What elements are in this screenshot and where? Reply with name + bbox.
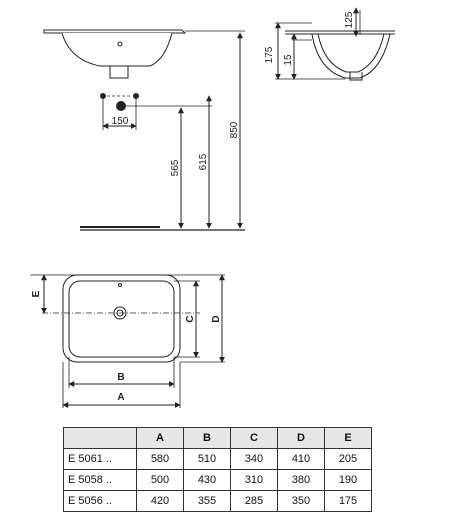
table-cell: 310 xyxy=(230,469,278,491)
dim-bowl-depth: 125 xyxy=(344,11,355,28)
plan-view xyxy=(30,274,225,408)
spec-table: A B C D E E 5061 .. 580 510 340 410 205 … xyxy=(63,427,372,512)
dim-rim-thickness: 15 xyxy=(283,54,294,66)
table-cell: 340 xyxy=(230,448,278,470)
label-d: D xyxy=(211,315,222,322)
dim-overall-depth: 175 xyxy=(264,46,275,63)
basin-countertop-outline xyxy=(43,29,187,34)
side-view xyxy=(43,29,245,231)
table-cell: 380 xyxy=(277,469,325,491)
basin-drain-outlet xyxy=(109,66,129,79)
dim-height-615: 615 xyxy=(198,153,209,170)
table-cell: 205 xyxy=(324,448,372,470)
table-cell: 580 xyxy=(136,448,184,470)
table-cell: 500 xyxy=(136,469,184,491)
label-b: B xyxy=(117,372,124,383)
label-e: E xyxy=(31,290,42,297)
label-a: A xyxy=(117,392,124,403)
spec-header-a: A xyxy=(136,427,184,449)
section-bowl-inner xyxy=(317,33,385,73)
spec-header-corner xyxy=(63,427,137,449)
section-drain xyxy=(349,72,363,81)
dim-bracket-spacing: 150 xyxy=(112,116,129,127)
table-row: E 5058 .. 500 430 310 380 190 xyxy=(63,469,372,491)
model-code: E 5058 .. xyxy=(63,469,137,491)
table-row: E 5056 .. 420 355 285 350 175 xyxy=(63,490,372,512)
section-bowl-outer xyxy=(311,33,391,79)
table-cell: 355 xyxy=(183,490,231,512)
table-cell: 350 xyxy=(277,490,325,512)
spec-header-c: C xyxy=(230,427,278,449)
dim-height-850: 850 xyxy=(229,121,240,138)
table-cell: 420 xyxy=(136,490,184,512)
spec-table-header-row: A B C D E xyxy=(63,427,372,449)
table-cell: 410 xyxy=(277,448,325,470)
table-cell: 190 xyxy=(324,469,372,491)
spec-header-b: B xyxy=(183,427,231,449)
label-c: C xyxy=(185,315,196,322)
bracket-hole-left xyxy=(100,93,106,99)
table-cell: 510 xyxy=(183,448,231,470)
spec-header-d: D xyxy=(277,427,325,449)
table-cell: 175 xyxy=(324,490,372,512)
basin-bowl-outline xyxy=(61,32,173,67)
overflow-hole xyxy=(117,41,123,47)
model-code: E 5056 .. xyxy=(63,490,137,512)
spec-header-e: E xyxy=(324,427,372,449)
table-cell: 430 xyxy=(183,469,231,491)
dim-height-565: 565 xyxy=(170,159,181,176)
table-cell: 285 xyxy=(230,490,278,512)
drain-center-mark xyxy=(116,101,126,111)
basin-inner-outline xyxy=(68,280,175,358)
section-view xyxy=(275,7,395,81)
table-row: E 5061 .. 580 510 340 410 205 xyxy=(63,448,372,470)
bracket-holes xyxy=(100,93,139,130)
bracket-hole-right xyxy=(133,93,139,99)
model-code: E 5061 .. xyxy=(63,448,137,470)
overflow-mark xyxy=(118,283,122,287)
